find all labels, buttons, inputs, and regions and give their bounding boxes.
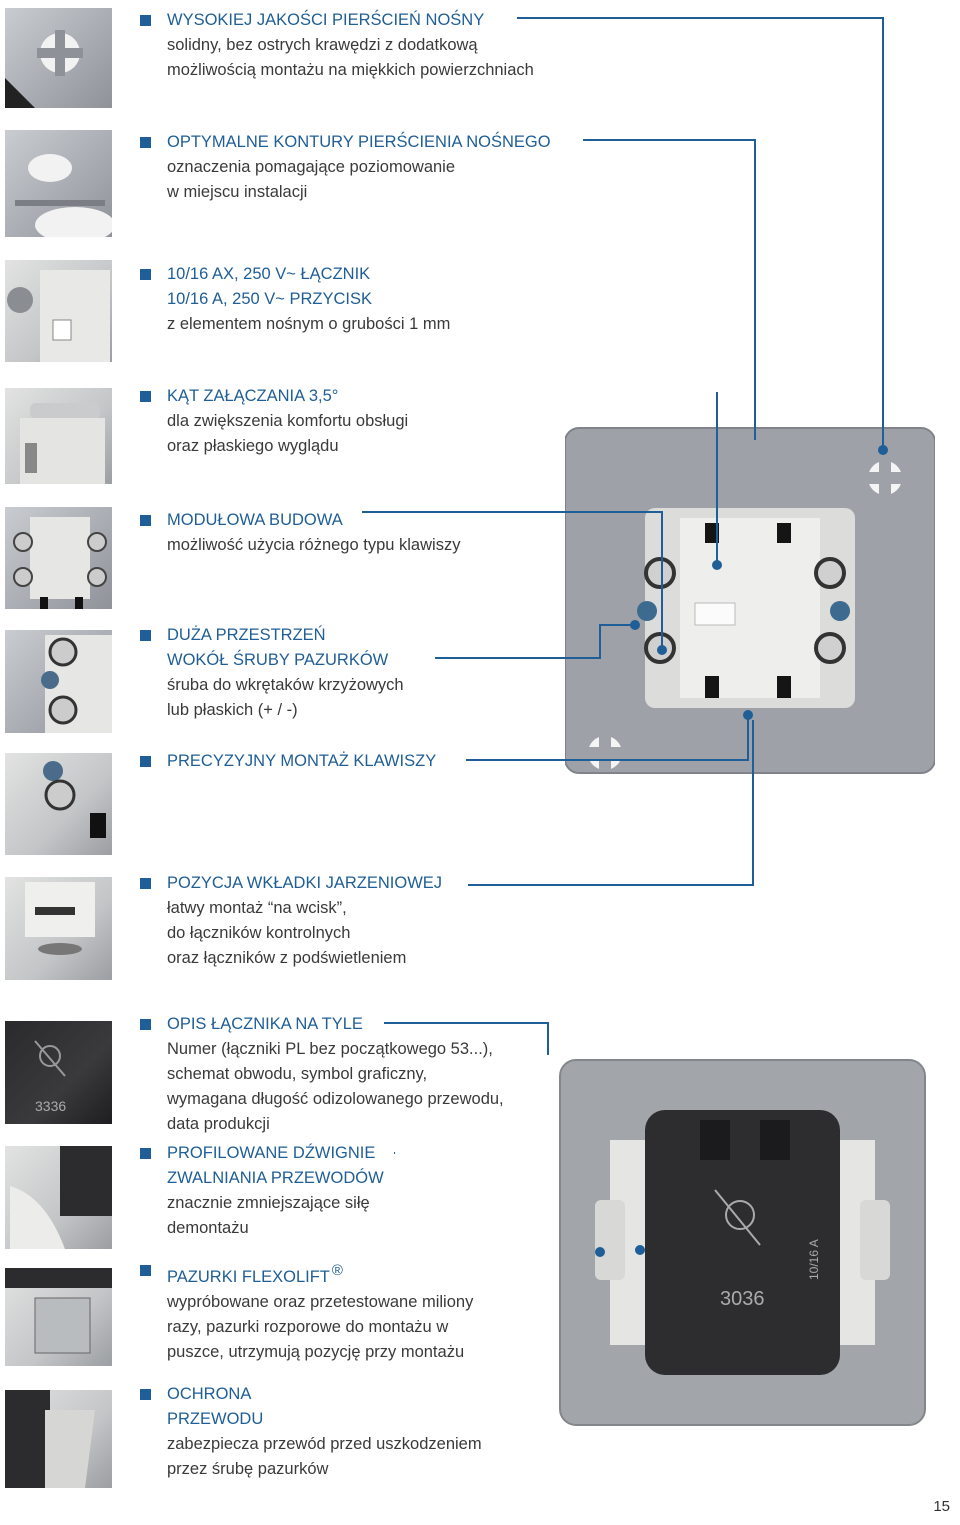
bullet-square-icon bbox=[140, 1389, 151, 1400]
bullet-square-icon bbox=[140, 878, 151, 889]
feature-description: łatwy montaż “na wcisk”, bbox=[167, 899, 347, 917]
back-number-label: 3036 bbox=[720, 1288, 765, 1310]
thumbnail-carrier-ring bbox=[5, 8, 112, 108]
feature-description: możliwość użycia różnego typu klawiszy bbox=[167, 536, 461, 554]
thumbnail-flexolift-claws bbox=[5, 1268, 112, 1366]
feature-heading: 10/16 A, 250 V~ PRZYCISK bbox=[167, 290, 372, 308]
feature-description: schemat obwodu, symbol graficzny, bbox=[167, 1065, 428, 1083]
bullet-square-icon bbox=[140, 630, 151, 641]
page-number: 15 bbox=[933, 1498, 950, 1515]
claw-icon bbox=[595, 1200, 890, 1280]
feature-flexolift-claws: PAZURKI FLEXOLIFT® wypróbowane oraz prze… bbox=[140, 1258, 473, 1365]
feature-heading: DUŻA PRZESTRZEŃ bbox=[167, 626, 326, 644]
feature-description: oznaczenia pomagające poziomowanie bbox=[167, 158, 456, 176]
feature-description: puszce, utrzymują pozycję przy montażu bbox=[167, 1343, 465, 1361]
thumbnail-release-levers bbox=[5, 1146, 112, 1249]
feature-heading-text: PAZURKI FLEXOLIFT bbox=[167, 1268, 330, 1286]
feature-rocker-mounting: PRECYZYJNY MONTAŻ KLAWISZY bbox=[140, 749, 436, 774]
feature-description: dla zwiększenia komfortu obsługi bbox=[167, 412, 409, 430]
thumbnail-glow-lamp bbox=[5, 877, 112, 980]
feature-heading: ZWALNIANIA PRZEWODÓW bbox=[167, 1169, 384, 1187]
feature-description: data produkcji bbox=[167, 1115, 270, 1133]
thumbnail-rocker-mounting bbox=[5, 753, 112, 855]
feature-description: razy, pazurki rozporowe do montażu w bbox=[167, 1318, 449, 1336]
feature-description: Numer (łączniki PL bez początkowego 53..… bbox=[167, 1040, 493, 1058]
feature-description: wypróbowane oraz przetestowane miliony bbox=[167, 1293, 474, 1311]
feature-heading: WOKÓŁ ŚRUBY PAZURKÓW bbox=[167, 651, 389, 669]
feature-wire-protection: OCHRONA PRZEWODU zabezpiecza przewód prz… bbox=[140, 1382, 482, 1482]
feature-heading: KĄT ZAŁĄCZANIA 3,5° bbox=[167, 387, 339, 405]
feature-description: w miejscu instalacji bbox=[167, 183, 308, 201]
thumbnail-switch-rating bbox=[5, 260, 112, 362]
feature-description: oraz łączników z podświetleniem bbox=[167, 949, 407, 967]
thumbnail-back-labels: 3336 bbox=[5, 1021, 112, 1124]
mounting-hole-top-icon bbox=[867, 460, 903, 496]
feature-modular-design: MODUŁOWA BUDOWA możliwość użycia różnego… bbox=[140, 508, 460, 558]
feature-ring-contours: OPTYMALNE KONTURY PIERŚCIENIA NOŚNEGO oz… bbox=[140, 130, 551, 205]
bullet-square-icon bbox=[140, 391, 151, 402]
bullet-square-icon bbox=[140, 756, 151, 767]
bullet-square-icon bbox=[140, 1265, 151, 1276]
feature-back-labels: OPIS ŁĄCZNIKA NA TYLE Numer (łączniki PL… bbox=[140, 1012, 504, 1137]
feature-heading: PRECYZYJNY MONTAŻ KLAWISZY bbox=[167, 752, 437, 770]
feature-description: zabezpiecza przewód przed uszkodzeniem bbox=[167, 1435, 482, 1453]
feature-description: z elementem nośnym o grubości 1 mm bbox=[167, 315, 451, 333]
feature-description: możliwością montażu na miękkich powierzc… bbox=[167, 61, 534, 79]
feature-heading: OPIS ŁĄCZNIKA NA TYLE bbox=[167, 1015, 363, 1033]
feature-switching-angle: KĄT ZAŁĄCZANIA 3,5° dla zwiększenia komf… bbox=[140, 384, 408, 459]
feature-description: demontażu bbox=[167, 1219, 249, 1237]
registered-mark: ® bbox=[331, 1262, 343, 1279]
thumbnail-ring-contours bbox=[5, 130, 112, 237]
thumbnail-switching-angle bbox=[5, 388, 112, 484]
feature-heading: 10/16 AX, 250 V~ ŁĄCZNIK bbox=[167, 265, 371, 283]
feature-glow-lamp: POZYCJA WKŁADKI JARZENIOWEJ łatwy montaż… bbox=[140, 871, 442, 971]
thumbnail-screw-space bbox=[5, 630, 112, 733]
feature-description: lub płaskich (+ / -) bbox=[167, 701, 298, 719]
thumbnail-wire-protection bbox=[5, 1390, 112, 1488]
feature-description: oraz płaskiego wyglądu bbox=[167, 437, 339, 455]
feature-description: do łączników kontrolnych bbox=[167, 924, 351, 942]
feature-heading: PAZURKI FLEXOLIFT® bbox=[167, 1258, 473, 1290]
bullet-square-icon bbox=[140, 1148, 151, 1159]
feature-heading: POZYCJA WKŁADKI JARZENIOWEJ bbox=[167, 874, 443, 892]
feature-carrier-ring: WYSOKIEJ JAKOŚCI PIERŚCIEŃ NOŚNY solidny… bbox=[140, 8, 534, 83]
thumbnail-modular-design bbox=[5, 507, 112, 609]
bullet-square-icon bbox=[140, 269, 151, 280]
bullet-square-icon bbox=[140, 137, 151, 148]
switch-front-photo bbox=[564, 408, 936, 793]
feature-heading: PROFILOWANE DŹWIGNIE bbox=[167, 1144, 376, 1162]
feature-description: znacznie zmniejszające siłę bbox=[167, 1194, 370, 1212]
bullet-square-icon bbox=[140, 15, 151, 26]
feature-description: przez śrubę pazurków bbox=[167, 1460, 329, 1478]
bullet-square-icon bbox=[140, 1019, 151, 1030]
feature-heading: OCHRONA bbox=[167, 1385, 252, 1403]
feature-description: solidny, bez ostrych krawędzi z dodatkow… bbox=[167, 36, 478, 54]
feature-screw-space: DUŻA PRZESTRZEŃ WOKÓŁ ŚRUBY PAZURKÓW śru… bbox=[140, 623, 404, 723]
feature-heading: OPTYMALNE KONTURY PIERŚCIENIA NOŚNEGO bbox=[167, 133, 551, 151]
back-rating-label: 10/16 A bbox=[807, 1239, 821, 1280]
feature-description: wymagana długość odizolowanego przewodu, bbox=[167, 1090, 504, 1108]
feature-heading: MODUŁOWA BUDOWA bbox=[167, 511, 343, 529]
switch-back-photo: 3036 10/16 A bbox=[550, 1050, 935, 1435]
feature-heading: PRZEWODU bbox=[167, 1410, 264, 1428]
feature-release-levers: PROFILOWANE DŹWIGNIE ZWALNIANIA PRZEWODÓ… bbox=[140, 1141, 384, 1241]
thumb-number-label: 3336 bbox=[35, 1098, 66, 1114]
feature-switch-rating: 10/16 AX, 250 V~ ŁĄCZNIK 10/16 A, 250 V~… bbox=[140, 262, 450, 337]
bullet-square-icon bbox=[140, 515, 151, 526]
feature-heading: WYSOKIEJ JAKOŚCI PIERŚCIEŃ NOŚNY bbox=[167, 11, 485, 29]
feature-description: śruba do wkrętaków krzyżowych bbox=[167, 676, 404, 694]
